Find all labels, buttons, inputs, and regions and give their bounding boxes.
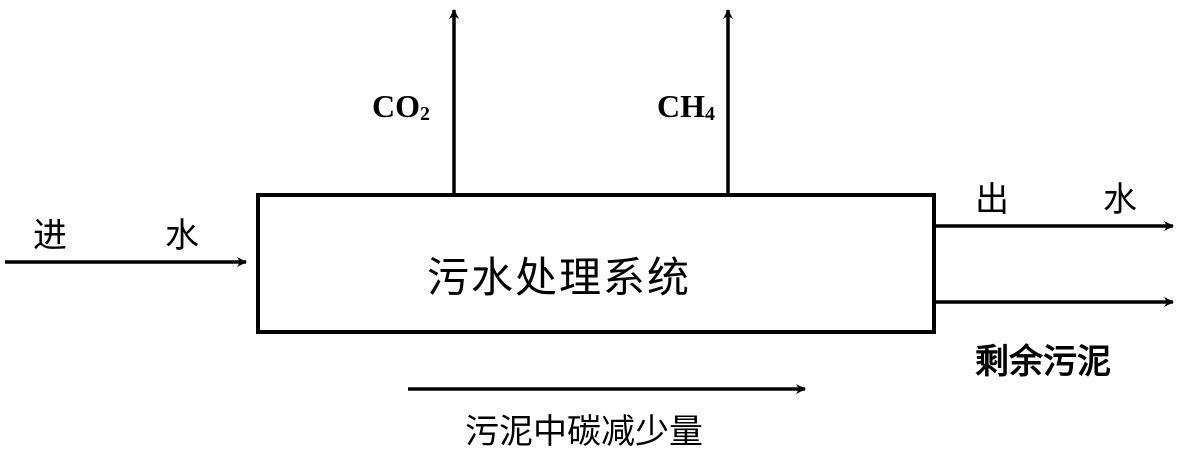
outlet-label-char2: 水: [1103, 180, 1137, 220]
residual-sludge-label: 剩余污泥: [975, 342, 1111, 382]
co2-label: CO2: [372, 88, 430, 125]
outlet-label-char1: 出: [975, 180, 1009, 220]
carbon-reduction-label: 污泥中碳减少量: [465, 412, 703, 452]
inlet-label-char2: 水: [165, 216, 199, 256]
treatment-system-box: [256, 193, 936, 334]
ch4-label: CH4: [657, 88, 715, 125]
inlet-label-char1: 进: [33, 216, 67, 256]
treatment-system-label: 污水处理系统: [427, 253, 692, 302]
